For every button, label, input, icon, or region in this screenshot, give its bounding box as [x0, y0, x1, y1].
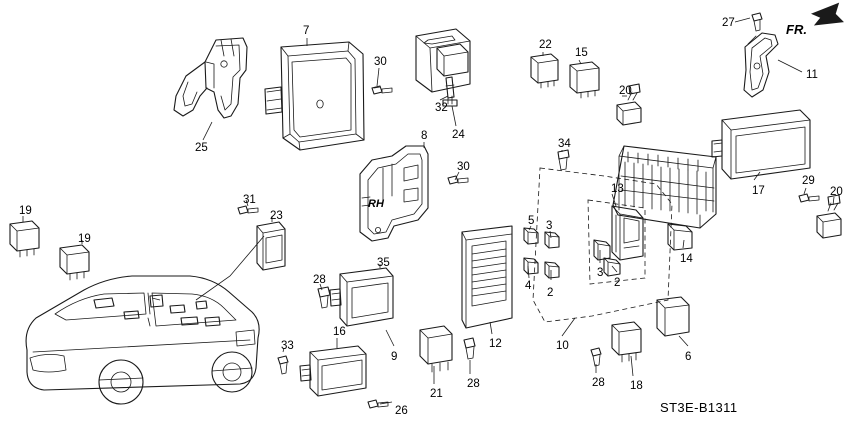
callout-27: 27 — [722, 17, 735, 29]
leader-lines — [22, 17, 835, 405]
callout-9: 9 — [391, 351, 398, 363]
part-29-bolt-right — [798, 193, 820, 203]
part-4-connector — [523, 257, 539, 275]
callout-4: 4 — [525, 280, 532, 292]
part-28-bolt-a — [317, 286, 331, 309]
callout-15: 15 — [575, 47, 588, 59]
part-3-relay-inner-a — [593, 239, 611, 261]
part-13-relay-block — [611, 205, 644, 261]
part-15-relay — [569, 61, 600, 99]
part-22-relay — [530, 53, 559, 89]
part-17-control-unit — [711, 109, 811, 180]
callout-24: 24 — [452, 129, 465, 141]
part-20-connector-upper — [616, 83, 642, 126]
callout-19-b: 19 — [78, 233, 91, 245]
part-3-connector — [544, 231, 560, 249]
rh-marker-label: RH — [368, 198, 384, 210]
callout-16: 16 — [333, 326, 346, 338]
part-16-unit — [299, 345, 367, 397]
callout-20-upper: 20 — [619, 85, 632, 97]
callout-20-right: 20 — [830, 186, 843, 198]
part-27-bolt — [751, 12, 763, 32]
part-30-bolt-lower — [447, 175, 469, 185]
part-33-bolt — [277, 355, 289, 375]
callout-23: 23 — [270, 210, 283, 222]
callout-30-upper: 30 — [374, 56, 387, 68]
callout-21: 21 — [430, 388, 443, 400]
part-6-relay — [656, 296, 690, 337]
part-18-relay — [611, 321, 642, 363]
part-28-bolt-b — [463, 337, 476, 360]
callout-32: 32 — [435, 102, 448, 114]
callout-6: 6 — [685, 351, 692, 363]
group-13-dashed-boundary — [587, 199, 646, 285]
callout-26: 26 — [395, 405, 408, 417]
car-outline — [25, 275, 260, 405]
callout-13: 13 — [611, 183, 624, 195]
group-10-dashed-boundary — [532, 167, 673, 323]
part-24-relay-assembly — [415, 28, 471, 107]
part-11-bracket — [743, 32, 779, 98]
part-20-connector-right — [816, 194, 842, 239]
part-30-bolt-upper — [371, 85, 393, 95]
callout-18: 18 — [630, 380, 643, 392]
callout-10: 10 — [556, 340, 569, 352]
callout-7: 7 — [303, 25, 310, 37]
callout-12: 12 — [489, 338, 502, 350]
callout-28-c: 28 — [592, 377, 605, 389]
part-31-bolt — [237, 205, 259, 215]
part-26-bolt — [367, 399, 389, 409]
callout-29: 29 — [802, 175, 815, 187]
fr-direction-arrow — [810, 2, 844, 26]
part-2-connector — [544, 261, 560, 279]
callout-2-b: 2 — [614, 277, 621, 289]
callout-31: 31 — [243, 194, 256, 206]
callout-8: 8 — [421, 130, 428, 142]
callout-25: 25 — [195, 142, 208, 154]
callout-22: 22 — [539, 39, 552, 51]
callout-34: 34 — [558, 138, 571, 150]
part-25-bracket — [173, 37, 248, 119]
callout-2-a: 2 — [547, 287, 554, 299]
callout-5: 5 — [528, 215, 535, 227]
callout-28-b: 28 — [467, 378, 480, 390]
part-12-cover-panel — [461, 225, 513, 329]
fr-direction-label: FR. — [786, 22, 807, 37]
part-14-relay — [667, 223, 693, 251]
callout-3-b: 3 — [597, 267, 604, 279]
callout-19-a: 19 — [19, 205, 32, 217]
callout-30-lower: 30 — [457, 161, 470, 173]
part-34-bolt — [557, 149, 570, 171]
callout-11: 11 — [806, 69, 818, 81]
callout-14: 14 — [680, 253, 693, 265]
callout-3-a: 3 — [546, 220, 553, 232]
callout-35: 35 — [377, 257, 390, 269]
part-19-relay-b — [59, 244, 90, 281]
part-28-bolt-c — [590, 347, 602, 367]
callout-33: 33 — [281, 340, 294, 352]
callout-28-a: 28 — [313, 274, 326, 286]
part-23-unit — [256, 221, 286, 271]
callout-17: 17 — [752, 185, 765, 197]
part-2-relay-inner-b — [603, 257, 621, 277]
part-fuse-box-assembly — [612, 145, 717, 229]
part-19-relay-a — [9, 220, 40, 258]
part-8-bracket-rh — [359, 145, 429, 242]
part-7-ecu — [264, 41, 365, 151]
part-21-relay — [419, 325, 453, 373]
part-35-unit — [329, 267, 394, 327]
part-5-connector — [523, 227, 539, 245]
diagram-code: ST3E-B1311 — [660, 400, 738, 415]
